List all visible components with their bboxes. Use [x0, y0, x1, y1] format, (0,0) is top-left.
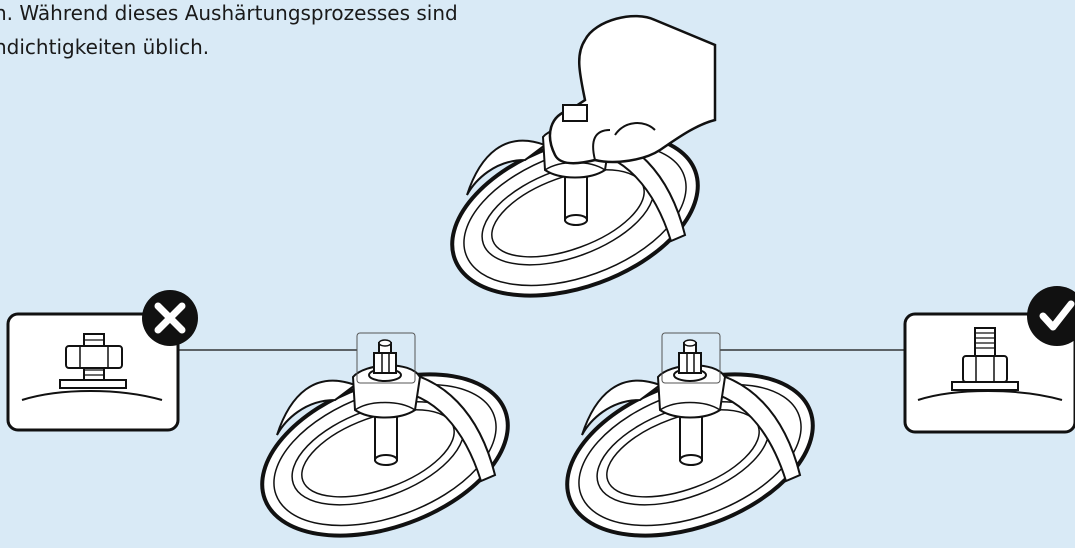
intro-line-1: n. Während dieses Aushärtungsprozesses s…	[0, 1, 458, 25]
hand	[548, 14, 717, 165]
intro-text: n. Während dieses Aushärtungsprozesses s…	[0, 0, 458, 64]
gland-top	[428, 14, 722, 329]
gland-bottom-right	[543, 339, 837, 548]
highlight-box-left	[356, 332, 416, 384]
highlight-box-right	[661, 332, 721, 384]
check-icon	[1027, 286, 1075, 346]
detail-panel-correct	[903, 312, 1075, 434]
cross-icon	[142, 290, 198, 346]
intro-line-2: ndichtigkeiten üblich.	[0, 35, 210, 59]
detail-panel-wrong	[6, 312, 180, 432]
gland-bottom-left	[238, 339, 532, 548]
